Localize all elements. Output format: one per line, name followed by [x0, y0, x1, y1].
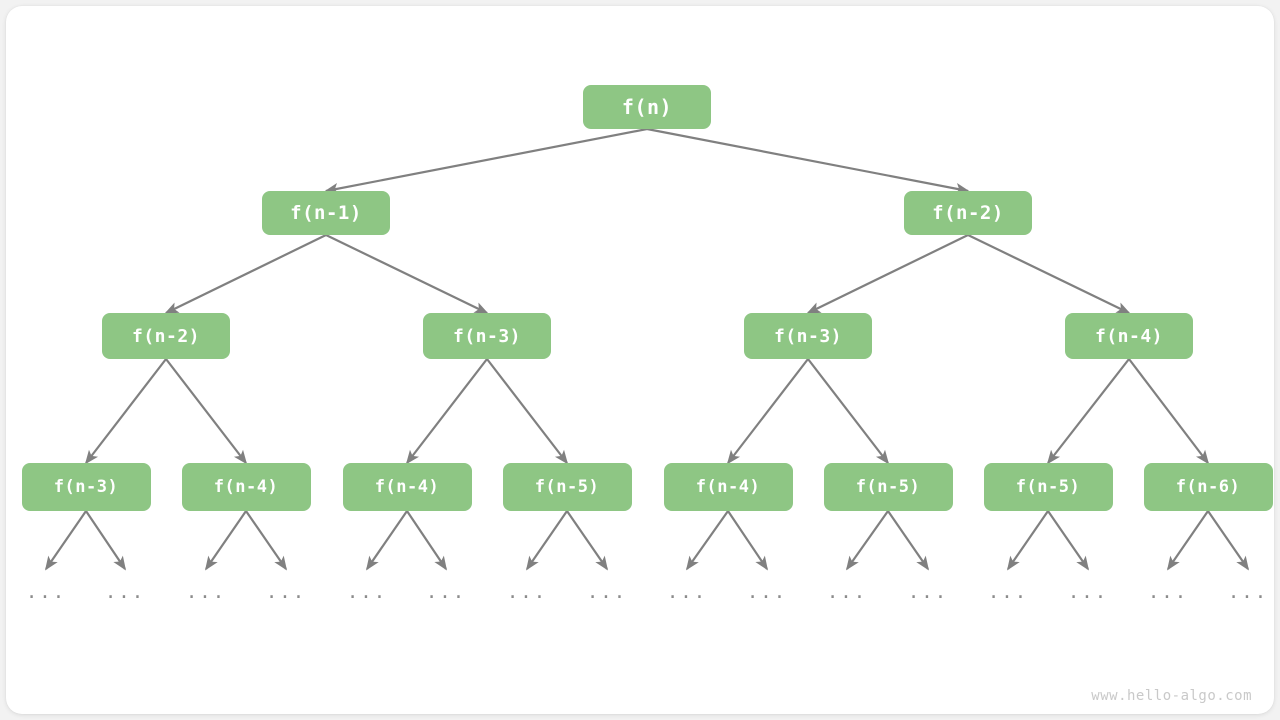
tree-node[interactable]: f(n-1) — [262, 191, 390, 235]
tree-edge — [1046, 358, 1130, 465]
tree-node[interactable]: f(n-4) — [663, 463, 793, 511]
tree-node-label: f(n-2) — [131, 325, 201, 347]
tree-node-label: f(n-3) — [452, 325, 522, 347]
tree-edge — [807, 358, 890, 465]
tree-edge — [806, 234, 969, 314]
ellipsis-marker: ... — [826, 581, 868, 603]
tree-node[interactable]: f(n-2) — [102, 313, 230, 359]
tree-edge — [406, 510, 447, 571]
tree-edge — [526, 510, 568, 571]
tree-edge — [887, 510, 929, 571]
tree-edge — [85, 510, 126, 571]
tree-node[interactable]: f(n-5) — [823, 463, 953, 511]
tree-node[interactable]: f(n-3) — [21, 463, 151, 511]
tree-node[interactable]: f(n-5) — [983, 463, 1113, 511]
tree-node[interactable]: f(n-4) — [181, 463, 311, 511]
tree-edge — [1128, 358, 1210, 465]
ellipsis-marker: ... — [746, 581, 788, 603]
tree-edge — [1007, 510, 1049, 571]
tree-edge — [325, 234, 489, 314]
tree-node-label: f(n-3) — [773, 325, 843, 347]
ellipsis-marker: ... — [346, 581, 388, 603]
tree-edge — [685, 510, 729, 571]
tree-node-label: f(n-4) — [374, 477, 440, 497]
diagram-canvas: f(n) f(n-1) f(n-2) f(n-2) f(n-3) f(n-3) f(n-4)… — [6, 6, 1274, 714]
tree-edge — [84, 358, 167, 465]
tree-node-label: f(n) — [621, 95, 673, 119]
tree-node-label: f(n-5) — [1015, 477, 1081, 497]
tree-edge — [1207, 510, 1249, 571]
ellipsis-marker: ... — [1147, 581, 1189, 603]
tree-node[interactable]: f(n-4) — [342, 463, 472, 511]
tree-node-label: f(n-5) — [534, 477, 600, 497]
tree-node-label: f(n-4) — [695, 477, 761, 497]
ellipsis-marker: ... — [1227, 581, 1269, 603]
diagram-card: f(n) f(n-1) f(n-2) f(n-2) f(n-3) f(n-3) f(n-4)… — [6, 6, 1274, 714]
ellipsis-marker: ... — [185, 581, 227, 603]
ellipsis-marker: ... — [586, 581, 628, 603]
tree-node-label: f(n-2) — [932, 202, 1004, 224]
tree-node[interactable]: f(n-6) — [1143, 463, 1273, 511]
watermark: www.hello-algo.com — [1091, 688, 1252, 704]
tree-node[interactable]: f(n-2) — [904, 191, 1032, 235]
tree-node-label: f(n-4) — [1094, 325, 1164, 347]
ellipsis-marker: ... — [987, 581, 1029, 603]
ellipsis-marker: ... — [666, 581, 708, 603]
tree-node-label: f(n-3) — [53, 477, 119, 497]
tree-node[interactable]: f(n-3) — [744, 313, 872, 359]
tree-edge — [486, 358, 569, 465]
tree-edge — [164, 234, 327, 314]
ellipsis-marker: ... — [506, 581, 548, 603]
ellipsis-marker: ... — [25, 581, 67, 603]
ellipsis-marker: ... — [907, 581, 949, 603]
tree-edge — [967, 234, 1131, 314]
tree-edge — [726, 358, 809, 465]
tree-edge — [45, 510, 87, 571]
ellipsis-marker: ... — [1067, 581, 1109, 603]
tree-edge — [205, 510, 247, 571]
ellipsis-marker: ... — [265, 581, 307, 603]
ellipsis-marker: ... — [425, 581, 467, 603]
tree-node-label: f(n-1) — [290, 202, 362, 224]
tree-node[interactable]: f(n-3) — [423, 313, 551, 359]
tree-edge — [845, 510, 889, 571]
tree-edge — [324, 127, 648, 195]
tree-node[interactable]: f(n-5) — [502, 463, 632, 511]
ellipsis-marker: ... — [104, 581, 146, 603]
tree-node-label: f(n-5) — [855, 477, 921, 497]
tree-edge — [727, 510, 768, 571]
tree-node[interactable]: f(n) — [583, 85, 711, 129]
tree-edge — [566, 510, 608, 571]
tree-edge — [165, 358, 248, 465]
tree-edge — [1167, 510, 1209, 571]
tree-node-label: f(n-4) — [213, 477, 279, 497]
tree-edge — [245, 510, 287, 571]
tree-edge — [1047, 510, 1089, 571]
tree-edge — [405, 358, 488, 465]
tree-node-label: f(n-6) — [1175, 477, 1241, 497]
tree-node[interactable]: f(n-4) — [1065, 313, 1193, 359]
tree-edge — [646, 127, 970, 195]
tree-edge — [366, 510, 408, 571]
